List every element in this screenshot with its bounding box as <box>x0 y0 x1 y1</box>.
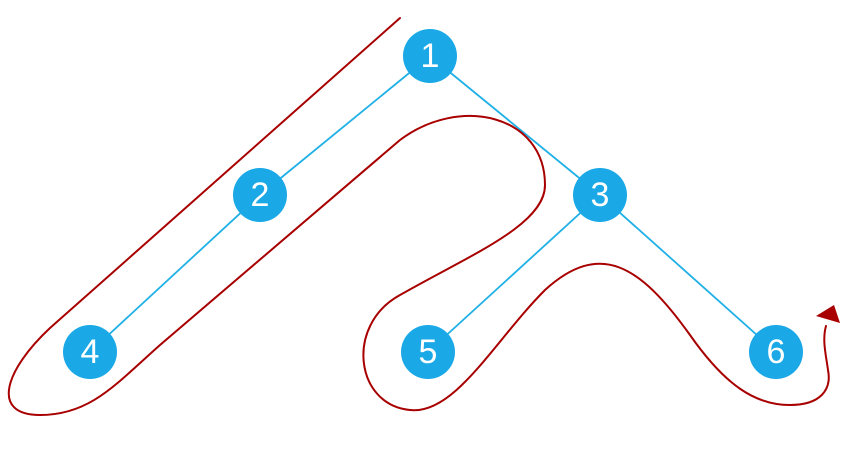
node-5-label: 5 <box>419 333 438 371</box>
traversal-arrowhead <box>816 305 840 323</box>
node-6: 6 <box>749 325 803 379</box>
node-4: 4 <box>63 325 117 379</box>
node-2: 2 <box>233 168 287 222</box>
node-5-circle <box>401 325 455 379</box>
edge-2-4 <box>89 194 261 353</box>
node-1: 1 <box>403 29 457 83</box>
edge-1-3 <box>429 55 601 196</box>
node-1-label: 1 <box>421 37 440 75</box>
edge-1-2 <box>259 55 431 196</box>
node-5: 5 <box>401 325 455 379</box>
node-3: 3 <box>573 168 627 222</box>
node-4-label: 4 <box>81 333 100 371</box>
node-3-label: 3 <box>591 176 610 214</box>
edge-3-5 <box>427 194 601 353</box>
node-3-circle <box>573 168 627 222</box>
node-1-circle <box>403 29 457 83</box>
node-2-circle <box>233 168 287 222</box>
node-6-circle <box>749 325 803 379</box>
traversal-path <box>7 17 830 416</box>
node-6-label: 6 <box>767 333 786 371</box>
node-4-circle <box>63 325 117 379</box>
node-2-label: 2 <box>251 176 270 214</box>
edge-3-6 <box>599 194 777 353</box>
